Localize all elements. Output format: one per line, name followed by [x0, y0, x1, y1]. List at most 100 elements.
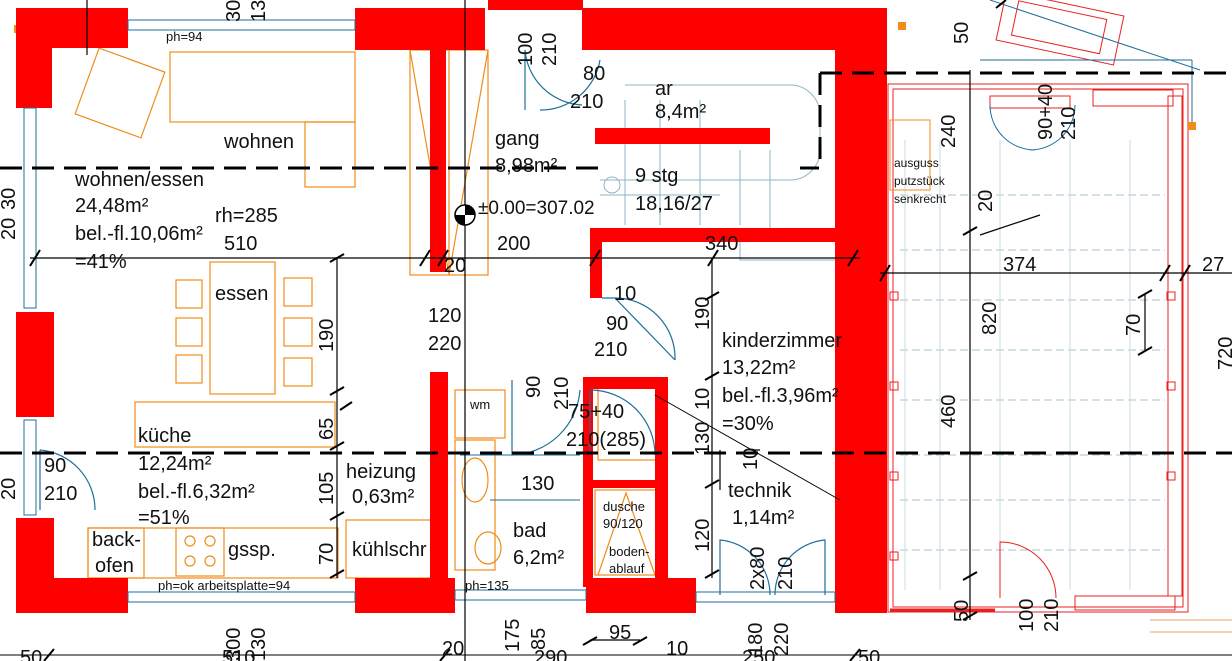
- window-west-kitchen: [23, 419, 37, 516]
- label-essen: essen: [215, 283, 268, 305]
- dim-100-bottom-right: 100: [1016, 599, 1038, 632]
- area-wohnen-essen: 24,48m²: [75, 195, 149, 217]
- dim-340: 340: [705, 233, 738, 255]
- dim-210-kitchen: 210: [44, 483, 77, 505]
- bathtub: [454, 439, 496, 571]
- dim-50-bottom-left: 50: [20, 647, 42, 661]
- label-ausguss-3: senkrecht: [894, 192, 947, 206]
- label-dusche: dusche: [603, 499, 645, 514]
- dim-10-small: 10: [740, 448, 762, 470]
- dim-190-left: 190: [316, 319, 338, 352]
- terrace-joists: [904, 140, 1131, 590]
- dim-90-wm: 90: [523, 376, 545, 398]
- label-ausguss-2: putzstück: [894, 174, 946, 188]
- chair: [175, 354, 203, 384]
- wall-segment: [586, 578, 696, 613]
- wall-segment: [430, 372, 448, 612]
- terrace-top-door-swing: [989, 104, 1076, 151]
- dim-720-edge: 720: [1215, 337, 1232, 370]
- terrace-skylight-inner: [1010, 0, 1108, 55]
- wall-segment: [583, 377, 593, 587]
- label-wm: wm: [469, 397, 490, 412]
- percent-kueche: =51%: [138, 507, 190, 529]
- wall-segment: [595, 228, 845, 242]
- terrace-door-swing: [999, 541, 1057, 599]
- note-parapet-bath: ph=135: [465, 578, 509, 593]
- label-gssp: gssp.: [228, 539, 276, 561]
- dim-130-right: 130: [692, 422, 714, 455]
- room-height: rh=285: [215, 205, 278, 227]
- label-bad: bad: [513, 520, 546, 542]
- dim-80: 80: [583, 63, 605, 85]
- dim-130-top: 130: [248, 0, 270, 22]
- window-kinder: [695, 591, 836, 603]
- terrace-planter-right: [1092, 89, 1174, 107]
- window-living: [127, 19, 356, 31]
- dimension-ticks: [29, 0, 1191, 661]
- dim-95-bottom: 95: [609, 622, 631, 644]
- ausguss-box: [889, 119, 931, 191]
- dim-105: 105: [316, 472, 338, 505]
- dim-20-edge-2: 20: [0, 478, 20, 500]
- dim-510: 510: [224, 233, 257, 255]
- staircase: [600, 84, 850, 261]
- dim-90-door: 90: [606, 313, 628, 335]
- label-kuehlschrank: kühlschr: [352, 539, 427, 561]
- sofa-chaise: [304, 121, 356, 188]
- dimension-labels: 510 200 340 374 27 20 10 120 220 90 210 …: [20, 63, 1224, 661]
- terrace-planter-top: [989, 95, 1071, 109]
- room-labels: wohnen wohnen/essen 24,48m² rh=285 bel.-…: [74, 78, 842, 569]
- wall-segment: [590, 228, 602, 298]
- dim-175-bottom: 175: [502, 619, 524, 652]
- chair: [283, 277, 313, 307]
- dim-210-door: 210: [594, 339, 627, 361]
- dim-210-top: 210: [539, 33, 561, 66]
- dining-table: [209, 261, 276, 395]
- label-technik: technik: [728, 480, 792, 502]
- area-ar: 8,4m²: [655, 101, 706, 123]
- dim-50-bottom-far: 50: [858, 647, 880, 661]
- label-backofen-2: ofen: [95, 555, 134, 577]
- door-kinderzimmer: [602, 297, 676, 361]
- area-gang: 8,98m²: [495, 155, 558, 177]
- wall-segment: [16, 8, 128, 48]
- terrace-decking-lines: [900, 194, 1165, 551]
- terrace-inner-frame: [892, 88, 1184, 608]
- terrace-area: [14, 0, 1232, 633]
- drain-point-icon-top: [898, 22, 906, 30]
- label-dusche-size: 90/120: [603, 516, 643, 531]
- wall-segment: [355, 8, 485, 50]
- dim-210-ar: 210: [570, 91, 603, 113]
- window-west: [23, 107, 37, 309]
- label-kinderzimmer: kinderzimmer: [722, 330, 842, 352]
- terrace-edge-lines: [1150, 619, 1232, 633]
- window-bath: [454, 589, 587, 601]
- dim-10-right: 10: [692, 388, 714, 410]
- dim-200: 200: [497, 233, 530, 255]
- wall-segment: [655, 377, 668, 592]
- windows: [23, 19, 836, 603]
- label-backofen: back-: [92, 529, 141, 551]
- dim-210-wm: 210: [551, 377, 573, 410]
- door-gang-ar: [524, 49, 583, 110]
- dim-220: 220: [428, 333, 461, 355]
- dim-180-bottom: 180: [745, 623, 767, 656]
- wall-segment: [488, 0, 583, 10]
- terrace-skylight: [995, 0, 1125, 66]
- fixture-labels: wm dusche 90/120 boden- ablauf kühlschr …: [92, 29, 947, 593]
- drain-point-icon: [1188, 122, 1196, 130]
- dim-30-edge: 30: [0, 188, 20, 210]
- label-wohnen: wohnen: [223, 131, 294, 153]
- dim-20-terrace: 20: [975, 190, 997, 212]
- chair: [283, 357, 313, 387]
- area-bad: 6,2m²: [513, 547, 564, 569]
- dim-90-kitchen: 90: [44, 455, 66, 477]
- terrace-drain-pipe: [980, 59, 1193, 125]
- level-gang: ±0.00=307.02: [478, 198, 595, 219]
- dim-100-top: 100: [515, 33, 537, 66]
- floorarea-kinderzimmer: bel.-fl.3,96m²: [722, 385, 839, 407]
- label-bodenablauf-2: ablauf: [609, 561, 645, 576]
- label-ar: ar: [655, 78, 673, 100]
